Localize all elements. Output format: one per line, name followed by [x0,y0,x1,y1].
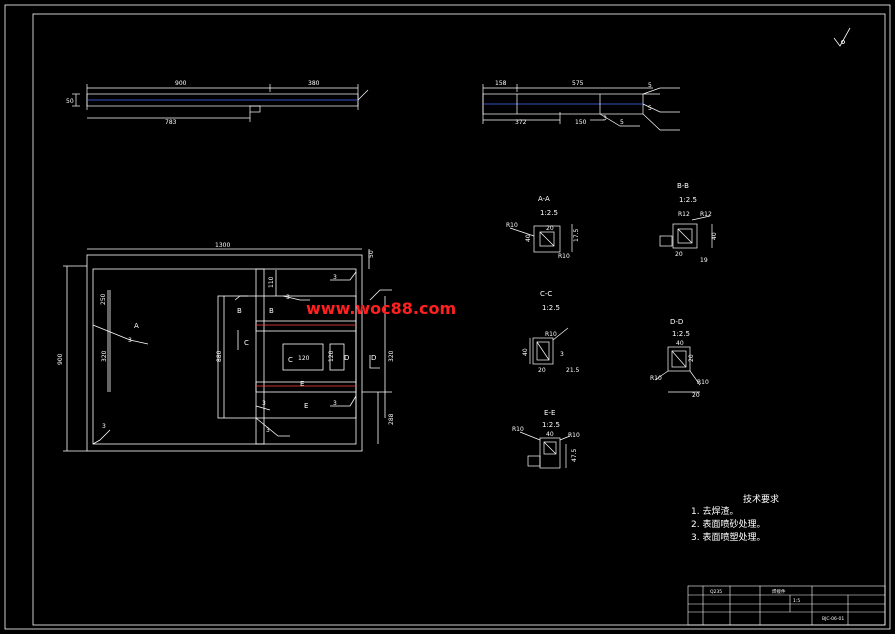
section-bb-dim3: 40 [711,232,718,240]
top-dim-783: 783 [165,119,177,126]
main-dim-880: 880 [216,350,223,362]
section-aa [509,224,573,253]
title-block-ratio: 1:5 [793,598,800,604]
weld-mark-4: 3 [102,423,106,430]
section-bb-dim0: R12 [678,211,690,218]
section-ee-scale: 1:2.5 [542,421,560,429]
marker-a: A [134,322,139,330]
section-cc-dim1: 40 [522,348,529,356]
top-right-view [482,84,680,131]
main-dim-110: 110 [268,276,275,288]
section-ee [519,431,571,469]
tr-mark-2: 5 [648,105,652,112]
main-dim-120b: 120 [328,350,335,362]
title-block-material: Q235 [710,589,722,595]
section-bb-dim2: 20 [675,251,683,258]
section-dd-dim3: R10 [697,379,709,386]
marker-b1: B [237,307,242,315]
section-ee-title: E-E [544,409,555,417]
main-dim-320b: 320 [388,350,395,362]
section-bb-dim4: 19 [700,257,708,264]
tech-req-item-2: 2. 表面喷砂处理。 [691,518,765,530]
section-dd-scale: 1:2.5 [672,330,690,338]
weld-mark-3: 3 [128,337,132,344]
tr-dim-575: 575 [572,80,584,87]
tr-dim-372: 372 [515,119,527,126]
section-dd-dim2: R10 [650,375,662,382]
top-dim-380: 380 [308,80,320,87]
main-view [63,248,392,452]
section-cc-dim2: 20 [538,367,546,374]
tech-req-item-1: 1. 去焊渣。 [691,505,738,517]
section-dd-dim1: 20 [688,354,695,362]
section-dd-dim4: 20 [692,392,700,399]
section-cc-dim4: 3 [560,351,564,358]
section-cc-dim3: 21.5 [566,367,580,374]
marker-d1: D [344,354,349,362]
tr-dim-158: 158 [495,80,507,87]
main-dim-120a: 120 [298,355,310,362]
section-bb-dim1: R12 [700,211,712,218]
main-dim-320a: 320 [101,350,108,362]
title-block [687,585,886,626]
top-dim-900: 900 [175,80,187,87]
section-dd-dim0: 40 [676,340,684,347]
section-ee-dim1: 40 [546,431,554,438]
section-bb-scale: 1:2.5 [679,196,697,204]
section-ee-dim0: R10 [512,426,524,433]
section-ee-dim2: R10 [568,432,580,439]
section-bb [659,215,713,249]
watermark: www.woc88.com [306,299,456,318]
top-dim-left: 50 [66,98,74,105]
tr-mark-4: 3 [603,115,607,122]
top-view [72,84,369,122]
main-dim-288: 288 [388,413,395,425]
tech-req-title: 技术要求 [743,493,779,505]
title-block-name: 焊接件 [772,588,786,595]
section-aa-dim2: 40 [525,234,532,242]
inner-frame [32,13,886,626]
section-aa-scale: 1:2.5 [540,209,558,217]
main-dim-50: 50 [368,250,375,258]
marker-e2: E [304,402,308,410]
main-dim-1300: 1300 [215,242,230,249]
weld-mark-1: 3 [333,274,337,281]
section-cc [529,327,569,365]
weld-mark-2: 3 [286,294,290,301]
outer-frame [4,4,891,630]
section-aa-title: A-A [538,195,550,203]
section-cc-scale: 1:2.5 [542,304,560,312]
section-ee-dim3: 47.5 [571,448,578,462]
tr-mark-3: 5 [620,119,624,126]
main-dim-250: 250 [100,293,107,305]
section-aa-dim1: 20 [546,225,554,232]
section-aa-dim4: R10 [558,253,570,260]
main-dim-900: 900 [57,353,64,365]
marker-b2: B [269,307,274,315]
section-dd [654,346,701,393]
marker-c1: C [244,339,249,347]
weld-mark-7: 3 [262,400,266,407]
weld-mark-6: 3 [333,400,337,407]
section-cc-dim0: R10 [545,331,557,338]
section-aa-dim0: R10 [506,222,518,229]
section-cc-title: C-C [540,290,552,298]
marker-c2: C [288,356,293,364]
section-bb-title: B-B [677,182,689,190]
title-block-code: BJC-06-01 [822,616,844,622]
tr-dim-150: 150 [575,119,587,126]
tech-req-item-3: 3. 表面喷塑处理。 [691,531,765,543]
marker-e1: E [300,380,304,388]
section-aa-dim3: 17.5 [573,228,580,242]
roughness-symbol [833,27,851,47]
section-dd-title: D-D [670,318,683,326]
tr-mark-1: 5 [648,82,652,89]
weld-mark-5: 3 [266,427,270,434]
marker-d2: D [371,354,376,362]
